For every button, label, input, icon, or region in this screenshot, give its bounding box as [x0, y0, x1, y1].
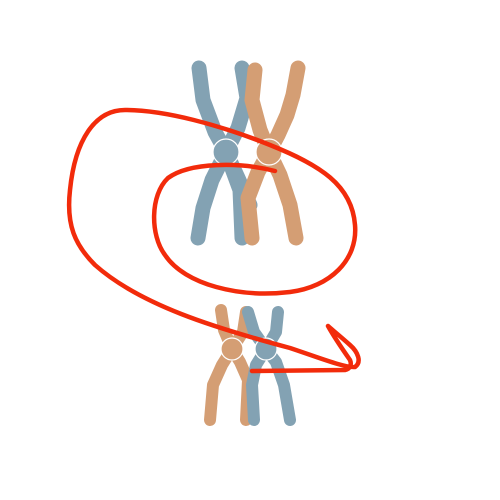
bottom-tan-centromere [220, 337, 244, 361]
top-chromosome-pair [190, 60, 306, 246]
bottom-blue-chromosome [242, 306, 296, 426]
top-blue-centromere [212, 138, 240, 166]
curved-swap-arrow-icon [66, 107, 361, 374]
